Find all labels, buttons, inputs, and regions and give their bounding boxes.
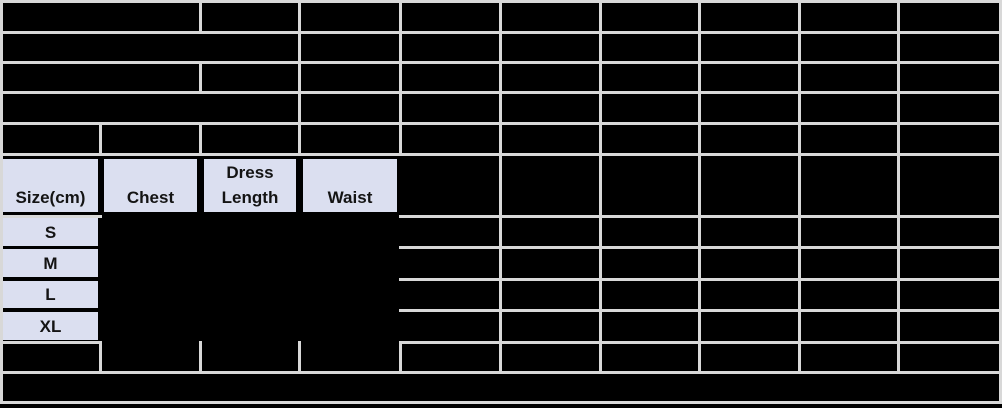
gridline-vertical bbox=[698, 0, 701, 374]
gridline-horizontal bbox=[0, 341, 102, 344]
gridline-vertical bbox=[298, 0, 301, 156]
gridline-vertical bbox=[199, 122, 202, 156]
gridline-vertical bbox=[0, 0, 3, 404]
gridline-vertical bbox=[199, 341, 202, 374]
gridline-horizontal bbox=[0, 215, 102, 218]
gridline-vertical bbox=[798, 0, 801, 374]
gridline-vertical bbox=[99, 122, 102, 156]
gridline-vertical bbox=[298, 341, 301, 374]
gridline-vertical bbox=[897, 0, 900, 374]
size-chart-header-dress-length-cell: Dress Length bbox=[204, 159, 296, 212]
gridline-vertical bbox=[399, 0, 402, 156]
size-chart-row-xl-cell: XL bbox=[3, 312, 98, 340]
size-chart-header-waist-cell: Waist bbox=[303, 159, 397, 212]
size-chart-row-l-cell: L bbox=[3, 281, 98, 308]
gridline-vertical bbox=[599, 0, 602, 374]
gridline-horizontal bbox=[0, 401, 1002, 404]
gridline-vertical bbox=[499, 0, 502, 374]
size-chart-corner-header-cell: Size(cm) bbox=[3, 159, 98, 212]
gridline-vertical bbox=[99, 341, 102, 374]
size-chart-header-chest-cell: Chest bbox=[104, 159, 197, 212]
size-chart-row-m-cell: M bbox=[3, 249, 98, 277]
gridline-vertical bbox=[399, 341, 402, 374]
gridline-vertical bbox=[199, 0, 202, 34]
gridline-vertical bbox=[199, 61, 202, 94]
size-chart-row-s-cell: S bbox=[3, 218, 98, 246]
gridline-vertical bbox=[999, 0, 1002, 404]
